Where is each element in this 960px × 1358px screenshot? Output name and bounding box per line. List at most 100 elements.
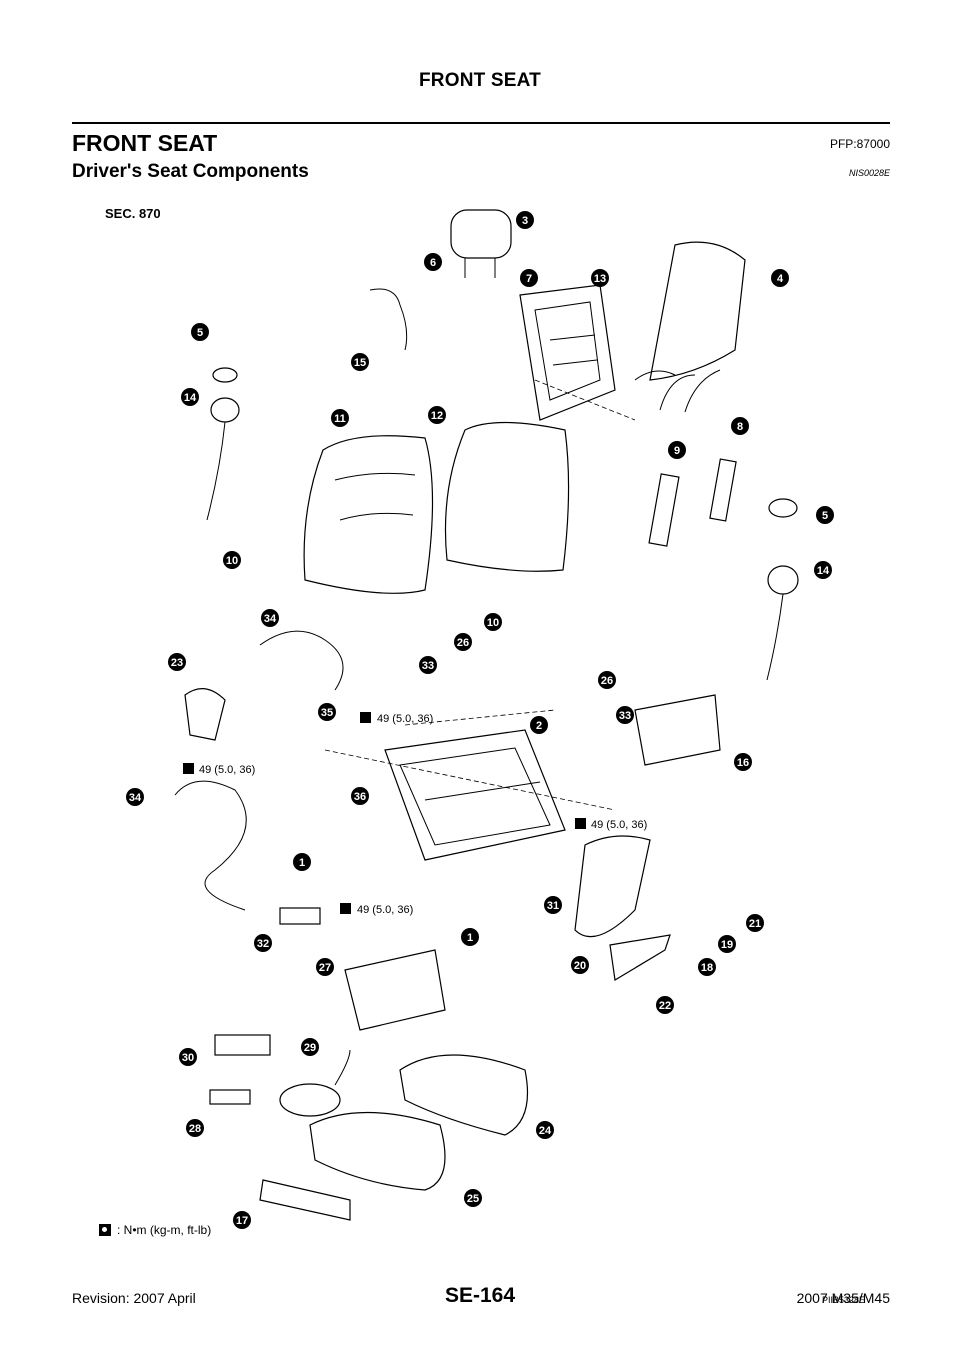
cushion-pad-part — [399, 1054, 529, 1136]
svg-text:1: 1 — [299, 857, 305, 869]
svg-text:21: 21 — [749, 918, 761, 930]
svg-text:9: 9 — [674, 445, 680, 457]
figure-code: PIIB5328E — [821, 1295, 865, 1305]
callout-24: 24 — [536, 1121, 554, 1139]
section-title: FRONT SEAT — [72, 130, 218, 156]
side-cover-part — [648, 473, 680, 547]
callout-25: 25 — [464, 1189, 482, 1207]
seatback-trim-part — [303, 435, 434, 594]
svg-text:27: 27 — [319, 962, 331, 974]
seat-memory-unit-part — [214, 1034, 271, 1056]
svg-text:12: 12 — [431, 410, 443, 422]
callout-22: 22 — [656, 996, 674, 1014]
cushion-trim-part — [309, 1111, 446, 1191]
callout-10: 10 — [223, 551, 241, 569]
harness-part — [259, 630, 344, 691]
svg-text:14: 14 — [817, 565, 830, 577]
callout-12: 12 — [428, 406, 446, 424]
callout-10b: 10 — [484, 613, 502, 631]
svg-text:28: 28 — [189, 1123, 201, 1135]
callout-5: 5 — [191, 323, 209, 341]
svg-text:34: 34 — [264, 613, 277, 625]
svg-text:4: 4 — [777, 273, 784, 285]
subsection-title: Driver's Seat Components — [72, 161, 309, 182]
svg-text:10: 10 — [226, 555, 238, 567]
callout-21: 21 — [746, 914, 764, 932]
svg-text:3: 3 — [522, 215, 528, 227]
callout-34b: 34 — [126, 788, 144, 806]
svg-text:49 (5.0, 36): 49 (5.0, 36) — [591, 819, 647, 831]
seatback-frame-part — [519, 284, 616, 421]
finisher-part — [609, 934, 671, 981]
svg-text:35: 35 — [321, 707, 333, 719]
torque-label-3: 49 (5.0, 36) — [575, 818, 647, 831]
duct-part — [369, 288, 408, 351]
duct-adapter-part — [209, 1089, 251, 1105]
front-cover-part — [259, 1179, 351, 1221]
footer-revision: Revision: 2007 April — [72, 1290, 196, 1306]
seat-components-drawing: 3 6 7 13 4 5 15 14 11 12 8 9 5 10 14 10 … — [126, 209, 834, 1229]
callout-1b: 1 — [461, 928, 479, 946]
callout-14b: 14 — [814, 561, 832, 579]
svg-text:6: 6 — [430, 257, 436, 269]
svg-text:14: 14 — [184, 392, 197, 404]
section-number-label: SEC. 870 — [105, 206, 161, 221]
callout-14: 14 — [181, 388, 199, 406]
callout-33: 33 — [419, 656, 437, 674]
callout-9: 9 — [668, 441, 686, 459]
exploded-view-figure: 3 6 7 13 4 5 15 14 11 12 8 9 5 10 14 10 … — [95, 190, 890, 1305]
blower-fan-part — [279, 1049, 351, 1117]
headrest-part — [450, 209, 512, 278]
section-code: PFP:87000 — [829, 137, 890, 151]
torque-label-4: 49 (5.0, 36) — [340, 903, 413, 916]
torque-wrench-icon — [99, 1224, 111, 1236]
svg-text:15: 15 — [354, 357, 366, 369]
svg-text:16: 16 — [737, 757, 749, 769]
torque-legend: : N•m (kg-m, ft-lb) — [99, 1223, 211, 1237]
callout-19: 19 — [718, 935, 736, 953]
callout-36: 36 — [351, 787, 369, 805]
svg-text:26: 26 — [601, 675, 613, 687]
header-rule — [72, 122, 890, 124]
callout-30: 30 — [179, 1048, 197, 1066]
callout-20: 20 — [571, 956, 589, 974]
callout-16: 16 — [734, 753, 752, 771]
footer-page-number: SE-164 — [444, 1284, 516, 1307]
seat-side-cover-part — [634, 694, 721, 766]
callout-2: 2 — [530, 716, 548, 734]
callout-35: 35 — [318, 703, 336, 721]
svg-text:20: 20 — [574, 960, 586, 972]
footer-model: 2007 M35/M45 — [796, 1290, 890, 1306]
svg-text:49 (5.0, 36): 49 (5.0, 36) — [377, 713, 433, 725]
svg-text:24: 24 — [539, 1125, 552, 1137]
callout-7: 7 — [520, 269, 538, 287]
svg-text:22: 22 — [659, 1000, 671, 1012]
svg-text:33: 33 — [619, 710, 631, 722]
callout-11: 11 — [331, 409, 349, 427]
svg-text:31: 31 — [547, 900, 559, 912]
svg-text:30: 30 — [182, 1052, 194, 1064]
torque-legend-text: : N•m (kg-m, ft-lb) — [117, 1223, 212, 1237]
svg-text:33: 33 — [422, 660, 434, 672]
callout-17: 17 — [233, 1211, 251, 1229]
callout-29: 29 — [301, 1038, 319, 1056]
callout-32: 32 — [254, 934, 272, 952]
svg-text:1: 1 — [467, 932, 473, 944]
callout-13: 13 — [591, 269, 609, 287]
control-unit-part — [279, 907, 321, 925]
svg-text:13: 13 — [594, 273, 606, 285]
callout-4: 4 — [771, 269, 789, 287]
svg-text:34: 34 — [129, 792, 142, 804]
seat-pan-part — [344, 949, 446, 1031]
svg-text:25: 25 — [467, 1193, 479, 1205]
svg-text:7: 7 — [526, 273, 532, 285]
svg-text:2: 2 — [536, 720, 542, 732]
svg-text:49 (5.0, 36): 49 (5.0, 36) — [357, 904, 413, 916]
callout-27: 27 — [316, 958, 334, 976]
running-header: FRONT SEAT — [419, 70, 541, 91]
callout-5b: 5 — [816, 506, 834, 524]
svg-text:26: 26 — [457, 637, 469, 649]
callout-8: 8 — [731, 417, 749, 435]
lumbar-switch-part — [206, 367, 240, 521]
